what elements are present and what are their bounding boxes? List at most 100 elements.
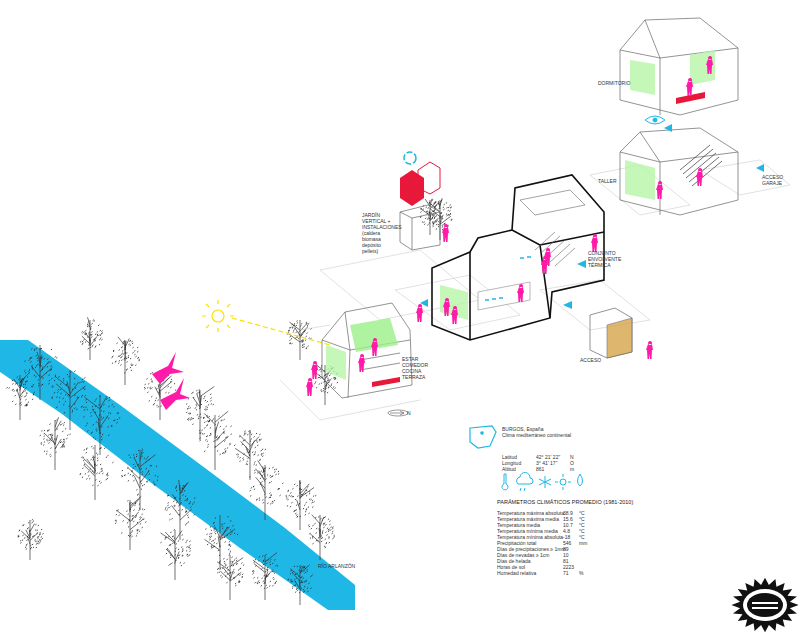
table-cell-value: 71 (563, 570, 569, 576)
table-cell-value: 38.9 (563, 510, 573, 516)
tree-trunk (55, 370, 85, 430)
tree-foliage (18, 519, 44, 549)
table-cell-value: 10.7 (563, 522, 573, 528)
person-figure (311, 361, 318, 379)
river (0, 340, 355, 610)
table-cell-unit: °C (579, 528, 585, 534)
room-label: DORMITORIO (598, 80, 630, 86)
person-figure (416, 304, 423, 322)
table-cell-value: 2223 (563, 564, 574, 570)
table-cell-name: Temperatura máxima absoluta (497, 510, 564, 516)
table-cell-unit: °C (579, 522, 585, 528)
flags (420, 124, 764, 309)
room-label: ACCESO GARAJE (762, 174, 792, 186)
view-icon (645, 116, 665, 124)
tree-foliage (80, 446, 114, 486)
person-figure (306, 378, 313, 396)
note-label: CONJUNTO ENVOLVENTE TÉRMICA (588, 250, 632, 268)
table-cell-value: 10 (563, 552, 569, 558)
tree-trunk (310, 515, 323, 560)
person-figure (696, 168, 703, 186)
table-cell-name: Días de precipitaciones ≥ 1mm (497, 546, 566, 552)
living-house (322, 303, 412, 398)
data-unit: N (570, 454, 574, 460)
data-unit: O (570, 460, 574, 466)
tree-trunk (256, 461, 265, 520)
table-cell-value: -18 (563, 534, 570, 540)
tree-foliage (40, 420, 71, 457)
site-lines (280, 160, 790, 420)
person-figure (544, 248, 551, 266)
sun (202, 300, 330, 345)
data-label: Latitud (502, 454, 517, 460)
data-value: 3° 41' 17'' (536, 460, 558, 466)
workshop-house (620, 128, 738, 215)
person-figure (358, 354, 365, 372)
tree-foliage (217, 555, 244, 587)
person-figure (442, 224, 449, 242)
place-label: BURGOS, España (502, 426, 543, 432)
room-label: ESTAR COMEDOR COCINA TERRAZA (402, 356, 432, 380)
table-cell-unit: °C (579, 510, 585, 516)
data-unit: m (570, 466, 574, 472)
tree-foliage (252, 554, 278, 588)
bedroom-house (620, 18, 738, 115)
logo (731, 578, 798, 632)
trees (7, 198, 453, 605)
north-label: N (407, 410, 411, 416)
recycle-icons (400, 152, 440, 206)
table-cell-name: Temperatura mínima media (497, 528, 558, 534)
table-cell-name: Humedad relativa (497, 570, 536, 576)
person-figure (451, 306, 458, 324)
person-figure (591, 234, 598, 252)
person-figure (443, 298, 450, 316)
table-cell-name: Temperatura media (497, 522, 540, 528)
tree-foliage (83, 396, 120, 440)
tree-foliage (112, 340, 140, 373)
data-label: Altitud (502, 466, 516, 472)
person-figure (517, 284, 524, 302)
tree-foliage (308, 517, 335, 548)
tree-foliage (51, 371, 87, 413)
person-figure (706, 56, 713, 74)
table-cell-name: Horas de sol (497, 564, 525, 570)
vertical-garden (400, 205, 440, 250)
tree-foliage (80, 320, 103, 349)
tree-trunk (83, 445, 95, 500)
table-cell-value: 546 (563, 540, 571, 546)
tree-trunk (21, 520, 38, 560)
tree-foliage (165, 485, 196, 525)
tree-trunk (84, 395, 108, 455)
tree-foliage (288, 566, 313, 593)
thermal-envelope (432, 175, 604, 340)
tree-foliage (288, 321, 312, 349)
north-arrow (388, 410, 408, 416)
tree-foliage (7, 377, 35, 406)
data-value: 861 (536, 466, 544, 472)
table-cell-name: Días de nevadas ≥ 1cm (497, 552, 550, 558)
tree-foliage (186, 390, 214, 426)
data-label: Longitud (502, 460, 521, 466)
tree-trunk (128, 449, 156, 510)
tree-trunk (289, 320, 307, 360)
person-figure (686, 78, 693, 96)
people (306, 56, 713, 396)
tree-trunk (204, 411, 228, 470)
table-cell-name: Temperatura mínima absoluta (497, 534, 563, 540)
tree-foliage (249, 467, 283, 504)
note-label: JARDÍN VERTICAL + INSTALACIONES (caldera… (362, 212, 398, 254)
table-cell-unit: % (579, 570, 583, 576)
access-box (590, 308, 632, 358)
table-cell-name: Temperatura máxima media (497, 516, 559, 522)
table-cell-unit: mm (579, 540, 587, 546)
tree-foliage (160, 530, 190, 567)
data-value: 42° 21' 22'' (536, 454, 560, 460)
table-heading: PARÁMETROS CLIMÁTICOS PROMEDIO (1981-201… (497, 499, 633, 506)
table-cell-value: 15.6 (563, 516, 573, 522)
table-cell-unit: °C (579, 516, 585, 522)
tree-trunk (45, 417, 61, 470)
room-label: ACCESO (580, 357, 601, 363)
spain-map-icon (470, 426, 496, 448)
